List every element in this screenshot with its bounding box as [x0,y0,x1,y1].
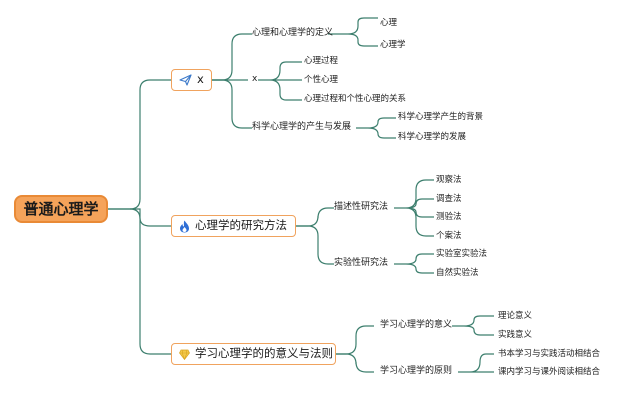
subtopic-experimental[interactable]: 实验性研究法 [334,258,389,268]
connector-b1-c3 [212,79,252,129]
connector-b3-c1 [336,325,374,355]
root-topic[interactable]: 普通心理学 [14,195,108,223]
leaf-background[interactable]: 科学心理学产生的背景 [398,112,484,122]
leaf-survey[interactable]: 调查法 [436,194,462,204]
leaf-mental-process[interactable]: 心理过程 [304,56,339,66]
branch-topic-2[interactable]: 心理学的研究方法 [171,215,296,237]
leaf-relation[interactable]: 心理过程和个性心理的关系 [304,94,407,104]
subtopic-origin[interactable]: 科学心理学的产生与发展 [252,122,352,132]
leaf-development[interactable]: 科学心理学的发展 [398,132,467,142]
leaf-xinlixue[interactable]: 心理学 [380,40,406,50]
connector-b1c2-leaves [258,61,302,101]
subtopic-x[interactable]: x [252,74,258,84]
connector-b3c1-leaves [452,315,494,336]
leaf-xinli[interactable]: 心理 [380,18,398,28]
connector-b1c1-leaves [328,17,378,47]
connector-root-branch1 [108,79,171,210]
branch-label: x [197,72,204,87]
connector-b3-c2 [336,353,374,373]
diamond-icon [179,349,190,360]
connector-b2c2-leaves [394,253,434,274]
connector-b3c2-leaves [458,353,494,373]
leaf-book-practice[interactable]: 书本学习与实践活动相结合 [498,349,601,359]
connector-b2-c2 [296,225,334,265]
connector-b1c3-leaves [356,117,396,139]
leaf-lab-experiment[interactable]: 实验室实验法 [436,249,488,259]
leaf-theoretical[interactable]: 理论意义 [498,311,533,321]
connector-root-branch3 [129,208,171,355]
leaf-class-reading[interactable]: 课内学习与课外阅读相结合 [498,367,601,377]
leaf-test[interactable]: 测验法 [436,212,462,222]
leaf-observation[interactable]: 观察法 [436,175,462,185]
subtopic-principles[interactable]: 学习心理学的原则 [380,366,453,376]
subtopic-meaning[interactable]: 学习心理学的意义 [380,320,453,330]
branch-topic-3[interactable]: 学习心理学的的意义与法则 [171,343,336,365]
leaf-natural-experiment[interactable]: 自然实验法 [436,268,479,278]
flame-icon [179,220,190,233]
connector-b2c1-leaves [394,179,434,237]
paper-plane-icon [179,74,192,86]
branch-label: 学习心理学的的意义与法则 [195,346,333,361]
leaf-personality[interactable]: 个性心理 [304,75,339,85]
connector-b1-c1 [212,33,252,81]
subtopic-definition[interactable]: 心理和心理学的定义 [252,28,334,38]
branch-label: 心理学的研究方法 [195,218,287,233]
branch-topic-1[interactable]: x [171,69,212,91]
subtopic-descriptive[interactable]: 描述性研究法 [334,202,389,212]
leaf-practical[interactable]: 实践意义 [498,330,533,340]
connector-b2-c1 [296,207,334,227]
leaf-case[interactable]: 个案法 [436,231,462,241]
